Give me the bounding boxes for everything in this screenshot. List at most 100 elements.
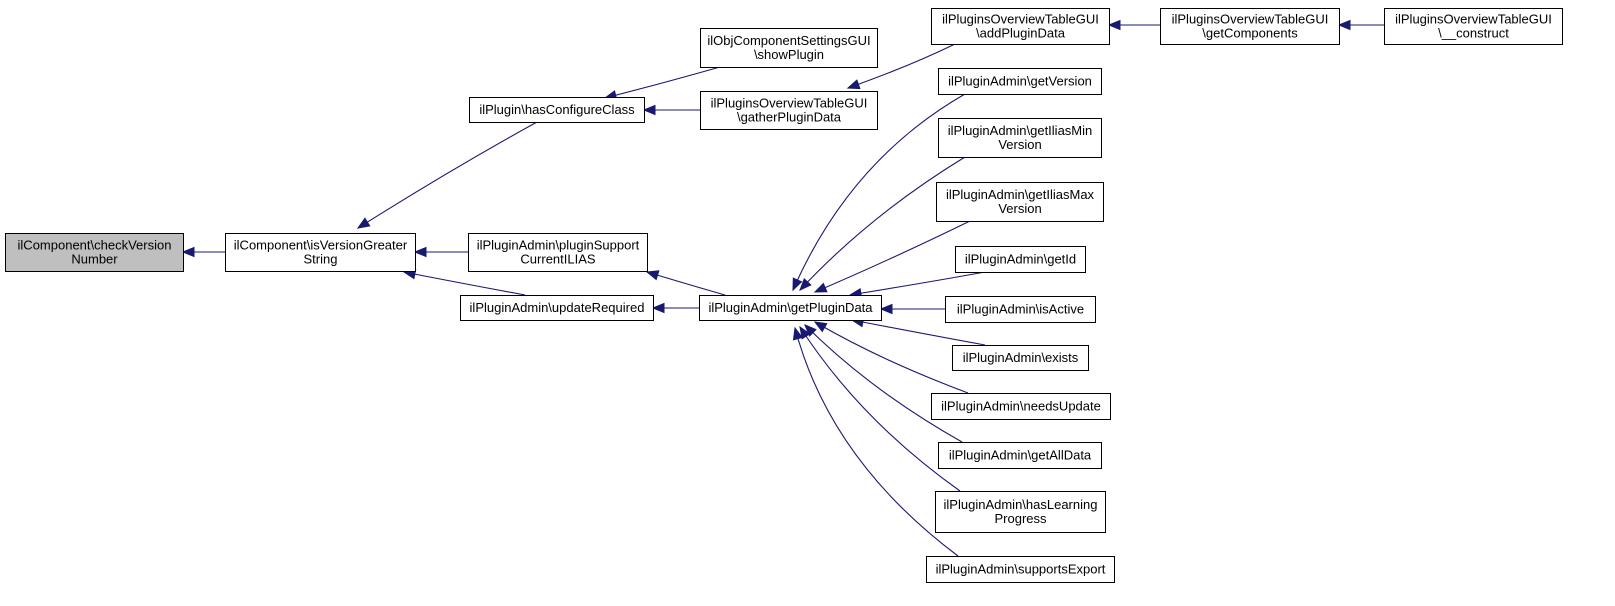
node-box — [931, 393, 1111, 420]
call-edge — [792, 93, 966, 291]
call-edge — [646, 271, 726, 296]
node-label: ilComponent\checkVersion — [18, 238, 172, 253]
graph-node[interactable]: ilPluginAdmin\getPluginData — [699, 295, 882, 321]
graph-node[interactable]: ilPluginAdmin\updateRequired — [460, 295, 654, 321]
node-label: ilPluginAdmin\pluginSupport — [477, 238, 640, 253]
call-edge — [804, 324, 963, 443]
node-label: Version — [998, 137, 1041, 152]
node-label: \gatherPluginData — [737, 110, 842, 125]
node-box — [460, 295, 654, 321]
graph-node[interactable]: ilObjComponentSettingsGUI\showPlugin — [700, 28, 878, 68]
call-edge — [794, 327, 959, 557]
node-label: CurrentILIAS — [520, 252, 595, 267]
node-box — [469, 97, 645, 123]
node-label: String — [304, 252, 338, 267]
node-box — [938, 118, 1102, 158]
node-box — [936, 182, 1104, 222]
node-label: ilPluginAdmin\getVersion — [948, 74, 1092, 89]
graph-node[interactable]: ilPluginsOverviewTableGUI\addPluginData — [931, 8, 1110, 45]
arrowhead-icon — [799, 325, 811, 340]
arrowhead-icon — [879, 303, 893, 315]
node-label: ilPluginsOverviewTableGUI — [711, 96, 868, 111]
node-label: Progress — [994, 511, 1047, 526]
node-box — [955, 246, 1086, 273]
node-box — [926, 556, 1115, 583]
node-label: ilPluginAdmin\exists — [963, 350, 1079, 365]
node-label: Number — [71, 252, 118, 267]
graph-edges — [181, 19, 1384, 557]
graph-nodes: ilComponent\checkVersionNumberilComponen… — [5, 8, 1563, 583]
node-label: \__construct — [1438, 26, 1509, 41]
graph-node[interactable]: ilPluginsOverviewTableGUI\__construct — [1384, 8, 1563, 45]
arrowhead-icon — [1337, 19, 1351, 31]
node-label: ilPluginsOverviewTableGUI — [1172, 12, 1329, 27]
node-box — [1384, 8, 1563, 45]
call-edge — [851, 319, 986, 346]
node-box — [935, 491, 1106, 533]
node-label: ilPluginAdmin\needsUpdate — [941, 399, 1101, 414]
graph-node[interactable]: ilPluginAdmin\getAllData — [938, 442, 1102, 469]
node-box — [700, 91, 878, 130]
graph-node[interactable]: ilPluginAdmin\exists — [952, 345, 1089, 371]
call-edge — [799, 156, 966, 291]
call-edge — [799, 326, 961, 492]
node-label: ilPlugin\hasConfigureClass — [479, 102, 635, 117]
call-edge — [814, 321, 969, 394]
graph-node[interactable]: ilPluginAdmin\getId — [955, 246, 1086, 273]
arrowhead-icon — [642, 104, 656, 116]
arrowhead-icon — [804, 324, 817, 337]
arrowhead-icon — [356, 217, 371, 229]
node-box — [952, 345, 1089, 371]
arrowhead-icon — [813, 282, 828, 293]
node-label: ilPluginsOverviewTableGUI — [1395, 12, 1552, 27]
arrowhead-icon — [1107, 19, 1121, 31]
node-box — [931, 8, 1110, 45]
arrowhead-icon — [813, 321, 828, 333]
call-edge — [849, 271, 986, 296]
node-label: ilPluginAdmin\supportsExport — [936, 562, 1106, 577]
arrowhead-icon — [645, 270, 660, 281]
node-label: ilPluginAdmin\hasLearning — [944, 497, 1098, 512]
graph-node[interactable]: ilPluginsOverviewTableGUI\getComponents — [1160, 8, 1340, 45]
node-label: ilPluginAdmin\updateRequired — [470, 300, 645, 315]
node-label: ilPluginAdmin\getPluginData — [708, 300, 873, 315]
graph-node[interactable]: ilPluginAdmin\needsUpdate — [931, 393, 1111, 420]
call-edge — [847, 43, 956, 89]
call-edge — [604, 66, 721, 99]
node-box — [225, 233, 416, 272]
call-edge — [814, 220, 971, 293]
node-label: \getComponents — [1202, 26, 1298, 41]
node-label: \showPlugin — [754, 47, 824, 62]
arrowhead-icon — [181, 246, 195, 258]
graph-node[interactable]: ilPluginAdmin\getVersion — [938, 68, 1102, 95]
arrowhead-icon — [792, 277, 803, 292]
node-label: ilPluginAdmin\getId — [965, 252, 1076, 267]
node-label: ilPluginAdmin\getAllData — [949, 448, 1092, 463]
node-label: ilComponent\isVersionGreater — [234, 238, 408, 253]
node-box — [945, 296, 1096, 323]
arrowhead-icon — [792, 326, 804, 341]
arrowhead-icon — [799, 278, 812, 291]
node-label: ilObjComponentSettingsGUI — [707, 33, 870, 48]
arrowhead-icon — [651, 302, 665, 314]
graph-node[interactable]: ilPlugin\hasConfigureClass — [469, 97, 645, 123]
node-label: Version — [998, 201, 1041, 216]
graph-node[interactable]: ilPluginsOverviewTableGUI\gatherPluginDa… — [700, 91, 878, 130]
node-label: ilPluginAdmin\isActive — [957, 302, 1084, 317]
call-edge — [403, 271, 526, 296]
node-label: \addPluginData — [976, 26, 1066, 41]
graph-node[interactable]: ilPluginAdmin\isActive — [945, 296, 1096, 323]
node-label: ilPluginsOverviewTableGUI — [942, 12, 1099, 27]
node-box — [938, 68, 1102, 95]
node-box — [468, 233, 648, 272]
node-box — [700, 28, 878, 68]
graph-node[interactable]: ilPluginAdmin\supportsExport — [926, 556, 1115, 583]
call-edge — [357, 121, 538, 229]
